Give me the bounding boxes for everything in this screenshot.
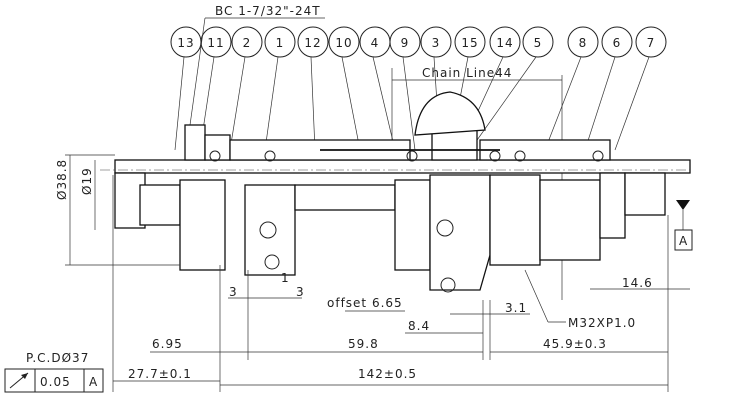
dim-6-95: 6.95	[152, 337, 183, 351]
balloon-2: 2	[229, 26, 263, 151]
dim-offset: offset 6.65	[327, 296, 403, 310]
balloon-number: 14	[496, 36, 513, 50]
balloon-number: 3	[432, 36, 441, 50]
balloon-4: 4	[359, 26, 396, 151]
balloon-number: 11	[207, 36, 224, 50]
balloon-9: 9	[389, 26, 421, 151]
balloon-14: 14	[459, 26, 521, 151]
feature-control-frame: 0.05 A	[4, 368, 104, 393]
dim-3-right: 3	[296, 285, 305, 299]
tolerance-value: 0.05	[40, 375, 71, 389]
balloon-number: 4	[371, 36, 380, 50]
balloon-6: 6	[584, 26, 633, 151]
balloon-1: 1	[264, 26, 296, 151]
balloon-number: 12	[304, 36, 321, 50]
sprocket-note: BC 1-7/32"-24T	[215, 4, 321, 18]
inner-diameter-label: Ø19	[80, 167, 94, 195]
dim-27-7: 27.7±0.1	[128, 367, 192, 381]
datum-label: A	[679, 234, 688, 248]
balloon-number: 13	[177, 36, 194, 50]
balloon-number: 7	[647, 36, 656, 50]
dim-14-6: 14.6	[622, 276, 653, 290]
tolerance-datum: A	[89, 375, 98, 389]
balloon-7: 7	[614, 26, 667, 151]
dim-59-8: 59.8	[348, 337, 379, 351]
balloon-number: 2	[243, 36, 252, 50]
balloon-number: 5	[534, 36, 543, 50]
balloon-10: 10	[328, 26, 361, 151]
dim-142: 142±0.5	[358, 367, 417, 381]
balloon-12: 12	[297, 26, 329, 151]
balloon-number: 10	[335, 36, 352, 50]
balloon-8: 8	[544, 26, 599, 151]
thread-spec: M32XP1.0	[568, 316, 636, 330]
balloon-number: 15	[461, 36, 478, 50]
dim-45-9: 45.9±0.3	[543, 337, 607, 351]
dim-3-left: 3	[229, 285, 238, 299]
dim-1: 1	[281, 271, 290, 285]
balloon-13: 13	[170, 26, 202, 151]
outer-diameter-label: Ø38.8	[55, 159, 69, 200]
balloon-number: 8	[579, 36, 588, 50]
dim-3-1: 3.1	[505, 301, 527, 315]
pcd-label: P.C.DØ37	[26, 351, 89, 365]
balloon-number: 1	[276, 36, 285, 50]
runout-arrow-icon	[9, 372, 29, 389]
dim-8-4: 8.4	[408, 319, 430, 333]
chain-line-label: Chain Line44	[422, 66, 512, 80]
hub-assembly	[100, 91, 691, 293]
balloon-number: 6	[613, 36, 622, 50]
balloon-5: 5	[469, 26, 554, 151]
balloon-number: 9	[401, 36, 410, 50]
